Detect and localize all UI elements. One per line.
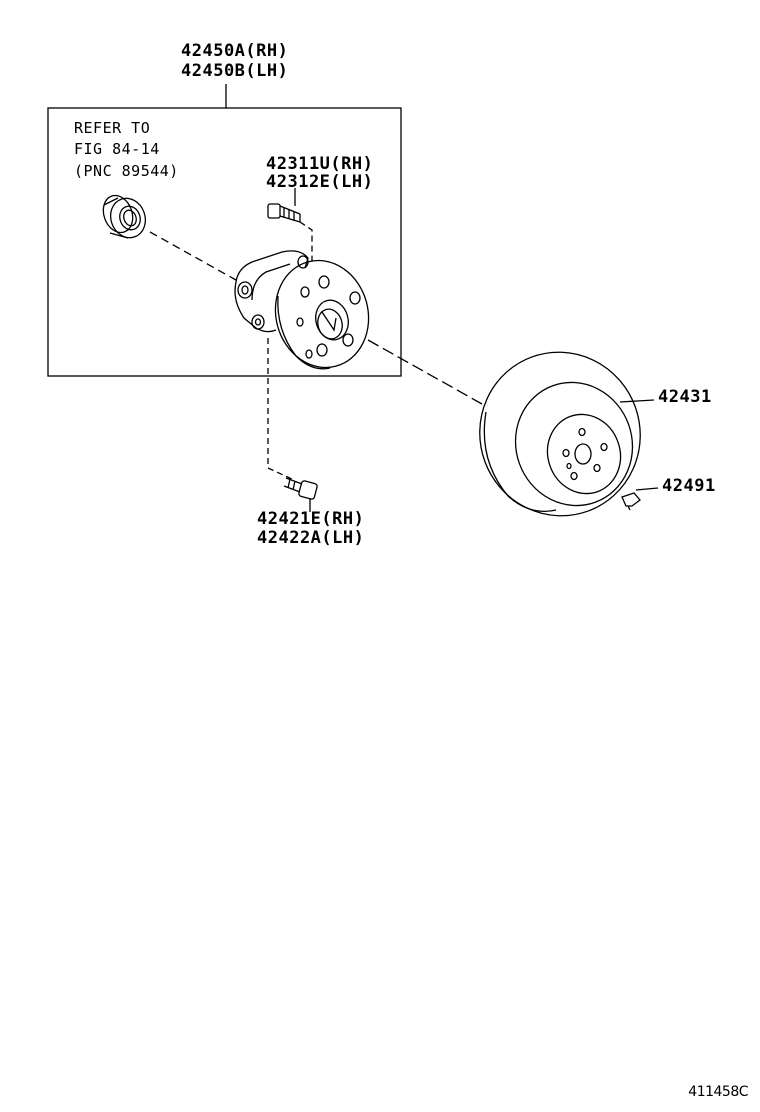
hub-assembly-label-lh: 42450B(LH) <box>181 61 289 81</box>
disc-screw-part <box>621 492 641 511</box>
hub-assembly-box <box>47 107 402 377</box>
hub-bolt-part <box>267 203 301 223</box>
mount-bolt-dash-leader <box>267 338 295 481</box>
disc-rotor-part <box>479 351 641 517</box>
disc-rotor-label: 42431 <box>658 387 712 407</box>
mount-bolt-label-rh: 42421E(RH) <box>257 509 365 529</box>
hub-bolt-label-lh: 42312E(LH) <box>266 172 374 192</box>
bearing-dash-leader <box>149 231 237 281</box>
axle-hub-part <box>234 250 370 370</box>
refer-note-line1: REFER TO <box>74 119 151 137</box>
refer-note-line3: (PNC 89544) <box>74 162 179 180</box>
hub-disc-dash-leader <box>367 339 483 405</box>
hub-bolt-label-rh: 42311U(RH) <box>266 154 374 174</box>
refer-note-line2: FIG 84-14 <box>74 140 160 158</box>
figure-code: 411458C <box>688 1084 748 1100</box>
hub-assembly-label-rh: 42450A(RH) <box>181 41 289 61</box>
mount-bolt-part <box>283 477 318 500</box>
mount-bolt-label-lh: 42422A(LH) <box>257 528 365 548</box>
disc-screw-label: 42491 <box>662 476 716 496</box>
disc-screw-leader <box>635 487 659 491</box>
hub-bolt-dash-leader <box>299 221 313 262</box>
bearing-part <box>102 194 147 239</box>
disc-rotor-leader <box>619 399 655 403</box>
